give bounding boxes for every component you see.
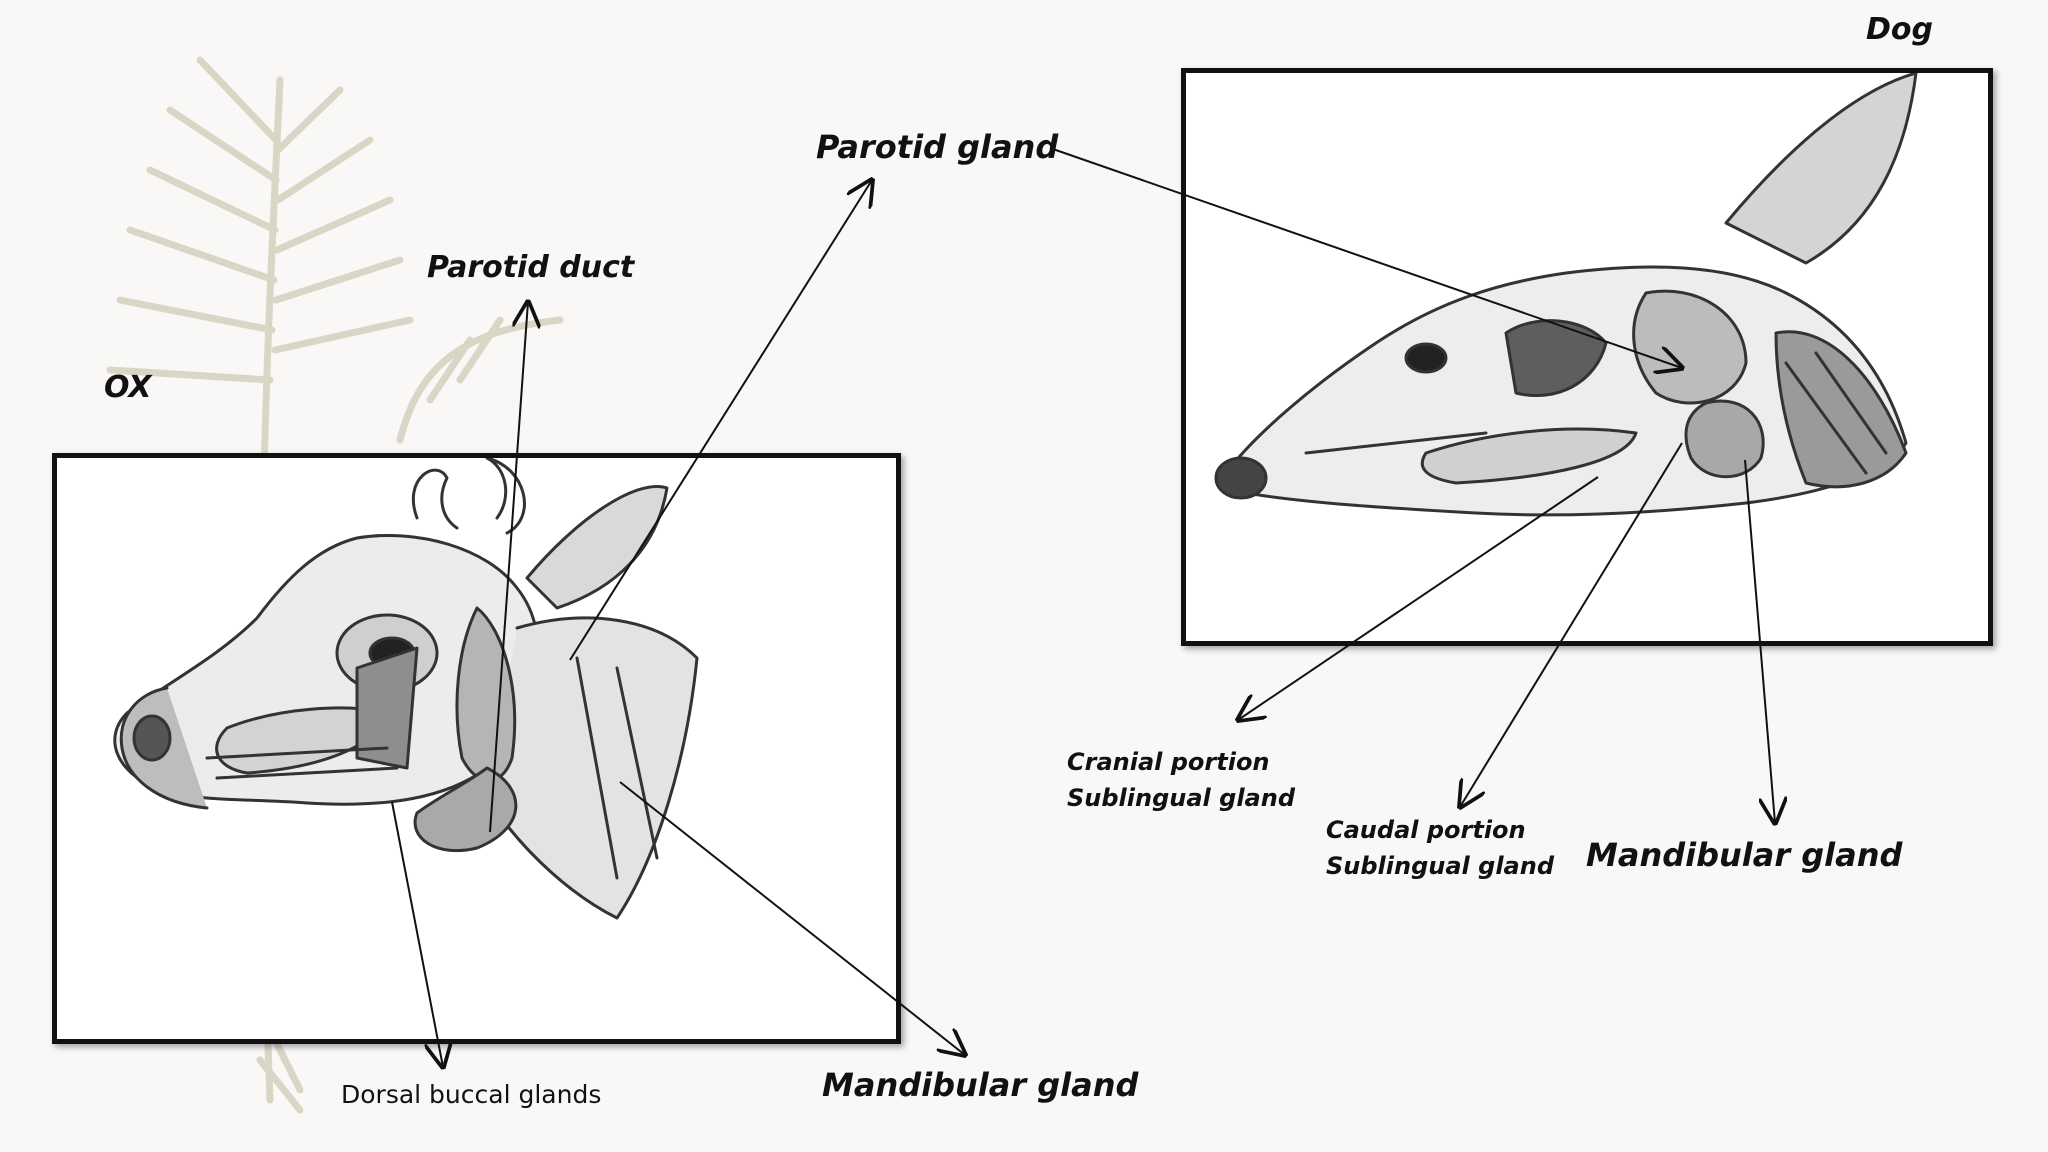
- dorsal-buccal-glands-label: Dorsal buccal glands: [341, 1080, 602, 1109]
- dog-head-illustration: [1181, 68, 1993, 646]
- ear: [1724, 73, 1918, 265]
- caudal-portion-line1: Caudal portion: [1326, 816, 1526, 844]
- horn-left: [411, 468, 459, 530]
- ox-parotid-gland-label: Parotid gland: [816, 128, 1059, 166]
- cheek-muscle: [355, 646, 419, 770]
- nostril: [132, 714, 172, 762]
- cranial-portion-line1: Cranial portion: [1067, 748, 1270, 776]
- dog-mandibular-gland-label: Mandibular gland: [1586, 836, 1903, 874]
- cranial-portion-line2: Sublingual gland: [1067, 784, 1295, 812]
- dog-species-label: Dog: [1866, 12, 1933, 47]
- neck-muscle: [1774, 330, 1908, 489]
- caudal-portion-label: Caudal portion Sublingual gland: [1326, 812, 1554, 884]
- eye: [1404, 342, 1448, 374]
- neck: [485, 616, 699, 920]
- mandibular-gland-region: [1684, 399, 1765, 479]
- caudal-portion-line2: Sublingual gland: [1326, 852, 1554, 880]
- parotid-duct-label: Parotid duct: [427, 250, 635, 285]
- ox-head-illustration: [52, 453, 901, 1044]
- horn-right: [485, 458, 526, 535]
- ox-mandibular-gland-label: Mandibular gland: [822, 1066, 1139, 1104]
- buccal-glands-region: [215, 706, 389, 775]
- ear: [525, 485, 669, 610]
- cranial-portion-label: Cranial portion Sublingual gland: [1067, 744, 1295, 816]
- nose: [1214, 456, 1268, 500]
- ox-species-label: OX: [104, 370, 152, 405]
